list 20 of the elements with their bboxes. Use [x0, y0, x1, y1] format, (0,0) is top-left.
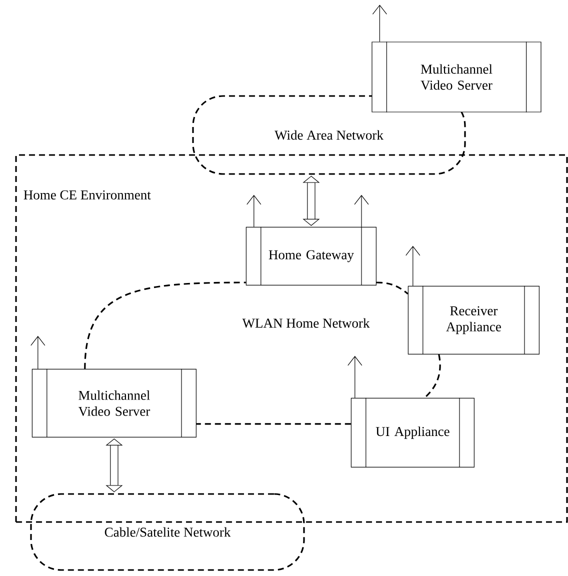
connector-line [424, 354, 441, 398]
antenna-arrow [372, 4, 387, 42]
connector-line [196, 423, 351, 425]
antenna-arrow [30, 336, 46, 370]
network-cloud: Cable/Satelite Network [30, 493, 305, 571]
device-box: Receiver Appliance [408, 286, 540, 355]
device-box: Home Gateway [246, 226, 376, 286]
double-arrow [302, 176, 320, 226]
connector-line [84, 282, 246, 369]
network-label: WLAN Home Network [242, 318, 370, 328]
device-box: Multichannel Video Server [32, 368, 196, 438]
connector-line [376, 282, 408, 295]
antenna-arrow [354, 194, 369, 228]
antenna-arrow [406, 246, 420, 286]
device-box: UI Appliance [350, 398, 474, 468]
antenna-arrow [246, 194, 262, 228]
network-cloud: Wide Area Network [192, 95, 466, 175]
device-box: Multichannel Video Server [372, 41, 542, 113]
antenna-arrow [348, 356, 362, 398]
double-arrow [106, 438, 123, 492]
